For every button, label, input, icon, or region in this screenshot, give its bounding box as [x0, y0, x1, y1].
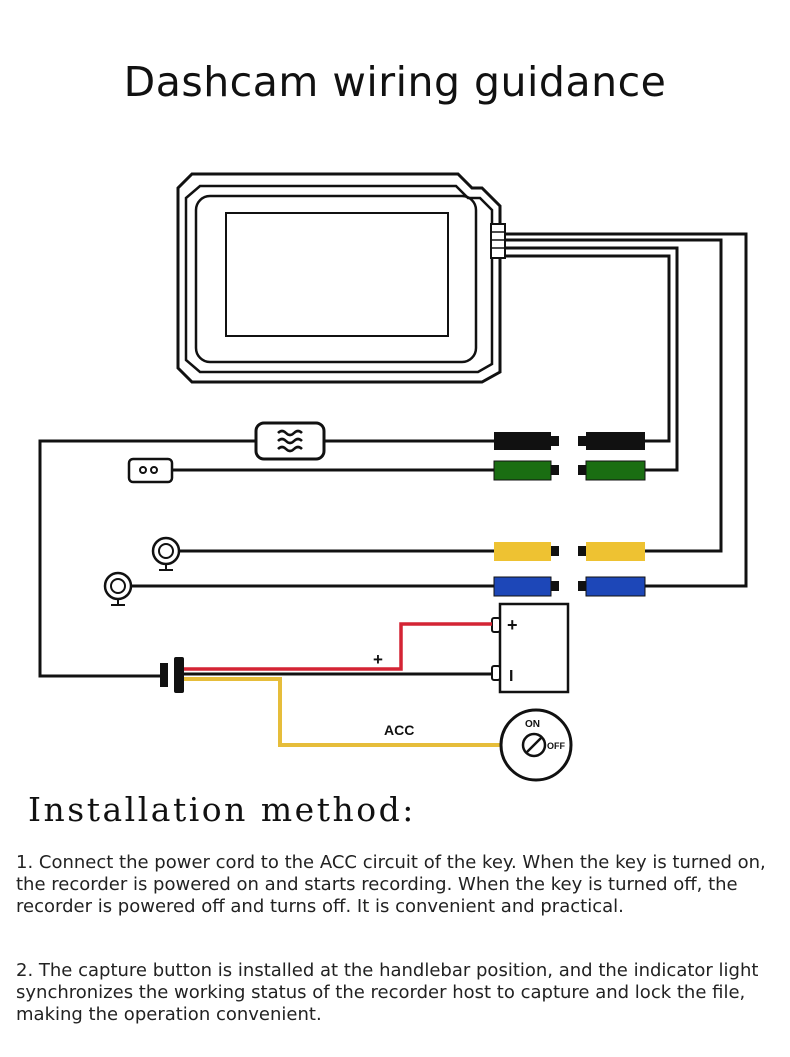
battery-minus-label: I: [509, 668, 513, 685]
page-title: Dashcam wiring guidance: [123, 58, 667, 106]
connector-green-right: [578, 460, 646, 481]
wire-yellow-route: [505, 238, 723, 553]
positive-wire: [184, 622, 492, 671]
wire-green-route: [505, 246, 679, 472]
paragraph-capture: 2. The capture button is installed at th…: [16, 960, 759, 1025]
acc-wire: [184, 677, 501, 747]
connector-blue-right: [578, 576, 646, 597]
connector-black-left: [494, 432, 559, 450]
key-on-label: ON: [525, 719, 540, 730]
key-off-label: OFF: [547, 741, 565, 751]
camera-icon: [103, 571, 133, 606]
capture-button-icon: [127, 457, 174, 484]
connector-blue-left: [493, 576, 559, 597]
connector-green-left: [493, 460, 559, 481]
battery-icon: + I: [491, 602, 570, 694]
fuse-icon: [254, 421, 326, 461]
power-plug-icon: [160, 657, 184, 693]
battery-plus-label: +: [507, 615, 518, 635]
connector-black-right: [578, 432, 645, 450]
camera-icon: [151, 536, 181, 571]
acc-label: ACC: [384, 722, 414, 738]
connector-yellow-left: [494, 542, 559, 561]
dashcam-icon: [176, 172, 506, 384]
section-title: Installation method:: [28, 790, 416, 829]
connector-yellow-right: [578, 542, 645, 561]
wire-blue-route: [505, 232, 748, 588]
paragraph-acc: 1. Connect the power cord to the ACC cir…: [16, 852, 766, 917]
ignition-key-icon: ON OFF: [499, 708, 573, 782]
cable-bundle: [505, 232, 748, 588]
positive-label: +: [373, 650, 383, 669]
wiring-diagram: + I + ACC ON OFF: [38, 172, 748, 782]
wire-black-route: [505, 254, 671, 443]
ground-wire-loop: [38, 439, 256, 678]
